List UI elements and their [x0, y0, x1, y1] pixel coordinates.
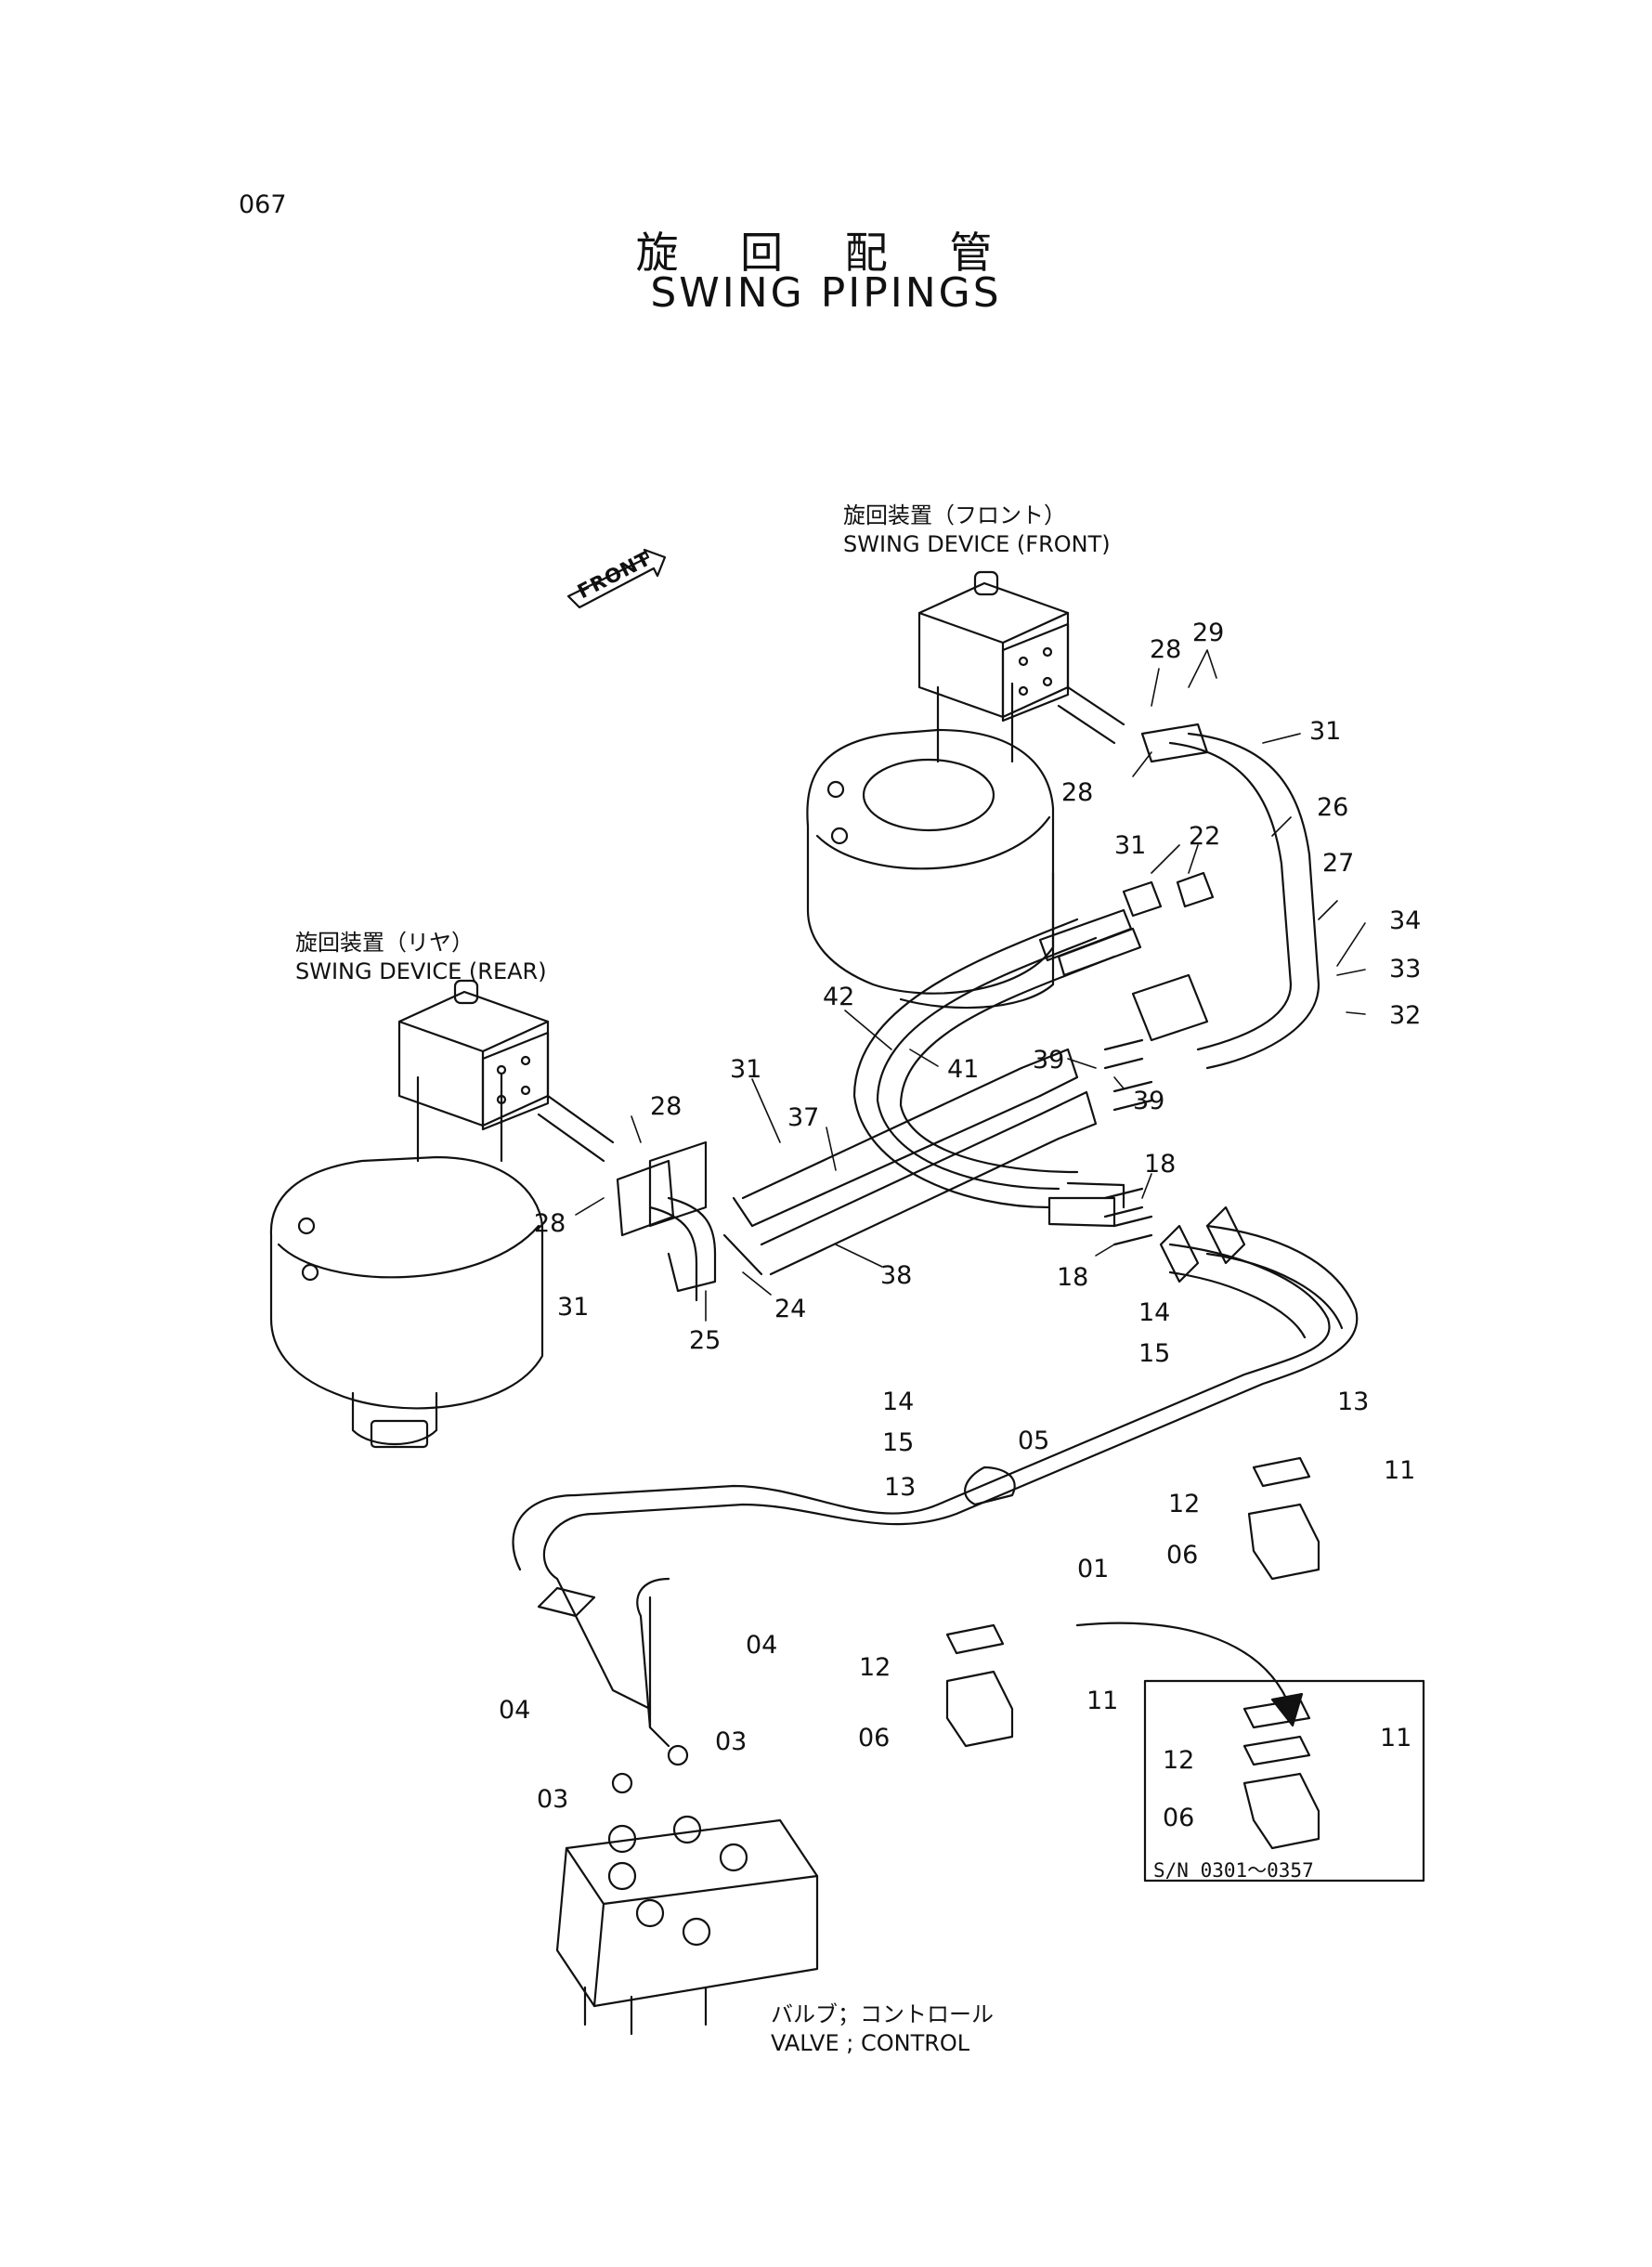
front-arrow-icon [566, 548, 667, 609]
inset-pointer-arrowhead [1270, 1692, 1304, 1727]
caption-swing-device-rear: 旋回装置（リヤ） SWING DEVICE (REAR) [295, 929, 547, 986]
inset-pointer-arrow [1075, 1622, 1293, 1711]
callout-24: 24 [774, 1295, 806, 1323]
callout-11-inset: 11 [1380, 1724, 1411, 1752]
inset-box [1143, 1679, 1425, 1883]
caption-front-en: SWING DEVICE (FRONT) [843, 531, 1111, 557]
callout-39-right: 39 [1133, 1087, 1164, 1115]
brackets-12-06 [945, 1456, 1320, 1748]
callout-32: 32 [1389, 1001, 1421, 1030]
callout-18-top: 18 [1144, 1150, 1176, 1179]
callout-28-top: 28 [1150, 635, 1181, 664]
callout-28-rear: 28 [534, 1209, 566, 1238]
callout-numbers: 28 29 31 28 31 22 26 27 34 33 32 42 41 3… [499, 619, 1421, 1832]
callout-11-right: 11 [1384, 1456, 1415, 1485]
callout-11-left: 11 [1086, 1687, 1118, 1715]
callout-12-left: 12 [859, 1653, 891, 1682]
callout-33: 33 [1389, 955, 1421, 984]
hoses-37-38 [722, 1048, 1098, 1276]
callout-14-right: 14 [1138, 1298, 1170, 1327]
page-number: 067 [239, 190, 287, 219]
caption-rear-jp: 旋回装置（リヤ） [295, 930, 474, 956]
callout-03-right: 03 [715, 1727, 747, 1756]
callout-31-front: 31 [1309, 717, 1341, 746]
callout-31-rear-bottom: 31 [557, 1293, 589, 1322]
callout-06-inset: 06 [1163, 1804, 1194, 1832]
title-english: SWING PIPINGS [650, 269, 1002, 317]
callout-leaders [575, 649, 1366, 1322]
callout-15-left: 15 [882, 1428, 914, 1457]
callout-18-bottom: 18 [1057, 1263, 1088, 1292]
callout-14-left: 14 [882, 1388, 914, 1416]
callout-04-right: 04 [746, 1631, 777, 1660]
callout-05: 05 [1018, 1427, 1049, 1455]
pipes-26-27 [1140, 723, 1320, 1070]
callout-38: 38 [880, 1261, 912, 1290]
callout-37: 37 [787, 1103, 819, 1132]
callout-39-left: 39 [1033, 1046, 1064, 1075]
caption-valve-en: VALVE ; CONTROL [771, 2030, 970, 2056]
caption-valve-jp: バルブ；コントロール [771, 2001, 994, 2027]
callout-25: 25 [689, 1326, 721, 1355]
callout-22: 22 [1189, 822, 1220, 851]
hoses-41-42 [852, 908, 1142, 1228]
callout-13-right: 13 [1337, 1388, 1369, 1416]
caption-swing-device-front: 旋回装置（フロント） SWING DEVICE (FRONT) [843, 502, 1111, 559]
callout-26: 26 [1317, 793, 1348, 822]
callout-31-front-lower: 31 [1114, 831, 1146, 860]
fittings-22-39-18 [1103, 871, 1215, 1246]
pipes-01-05 [512, 1205, 1359, 1748]
adapters-24-25 [616, 1140, 717, 1302]
callout-12-right: 12 [1168, 1490, 1200, 1518]
callout-29: 29 [1192, 619, 1224, 647]
callout-28-front: 28 [1061, 778, 1093, 807]
callout-15-right: 15 [1138, 1339, 1170, 1368]
callout-12-inset: 12 [1163, 1746, 1194, 1775]
control-valve [555, 1744, 819, 2036]
callout-41: 41 [947, 1055, 979, 1084]
callout-34: 34 [1389, 906, 1421, 935]
caption-front-jp: 旋回装置（フロント） [843, 502, 1066, 528]
inset-parts [1242, 1698, 1320, 1850]
callout-31-rear-top: 31 [730, 1055, 761, 1084]
callout-01: 01 [1077, 1555, 1109, 1583]
callout-13-left: 13 [884, 1473, 916, 1502]
callout-03-left: 03 [537, 1785, 568, 1814]
callout-06-left: 06 [858, 1724, 890, 1752]
swing-device-front [806, 570, 1125, 1010]
callout-42: 42 [823, 983, 854, 1011]
inset-serial-range: S/N 0301～0357 [1153, 1859, 1314, 1882]
callout-28-rear-top: 28 [650, 1092, 682, 1121]
title-japanese: 旋 回 配 管 [635, 228, 1017, 278]
caption-control-valve: バルブ；コントロール VALVE ; CONTROL [771, 2000, 994, 2058]
swing-device-rear [269, 979, 615, 1449]
callout-06-right: 06 [1166, 1541, 1198, 1570]
caption-rear-en: SWING DEVICE (REAR) [295, 958, 547, 984]
callout-04-left: 04 [499, 1696, 530, 1725]
callout-27: 27 [1322, 849, 1354, 878]
